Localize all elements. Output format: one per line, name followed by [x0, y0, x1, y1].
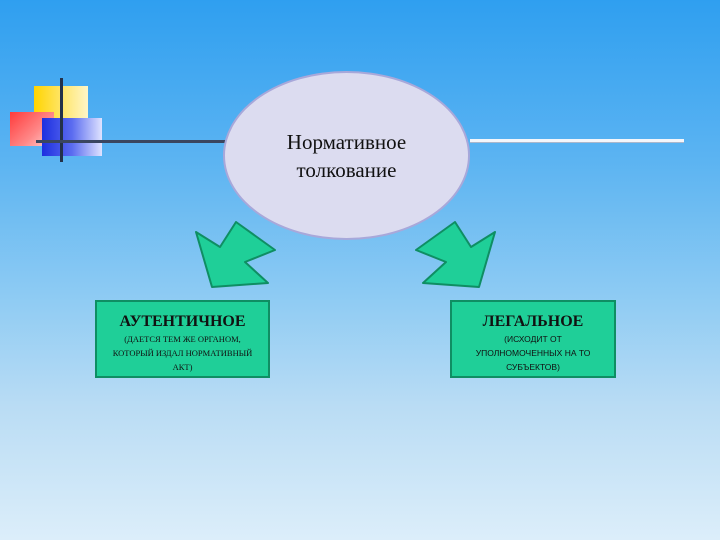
legal-box: ЛЕГАЛЬНОЕ (ИСХОДИТ ОТ УПОЛНОМОЧЕННЫХ НА …	[450, 300, 616, 378]
authentic-description: (ДАЕТСЯ ТЕМ ЖЕ ОРГАНОМ, КОТОРЫЙ ИЗДАЛ НО…	[101, 332, 264, 374]
legal-title: ЛЕГАЛЬНОЕ	[452, 312, 614, 332]
authentic-title: АУТЕНТИЧНОЕ	[97, 312, 268, 332]
arrow-right	[416, 222, 495, 287]
authentic-box: АУТЕНТИЧНОЕ (ДАЕТСЯ ТЕМ ЖЕ ОРГАНОМ, КОТО…	[95, 300, 270, 378]
central-concept-ellipse: Нормативное толкование	[223, 71, 470, 240]
arrow-left	[196, 222, 275, 287]
central-concept-label: Нормативное толкование	[287, 128, 406, 184]
legal-description: (ИСХОДИТ ОТ УПОЛНОМОЧЕННЫХ НА ТО СУБЪЕКТ…	[456, 332, 610, 374]
